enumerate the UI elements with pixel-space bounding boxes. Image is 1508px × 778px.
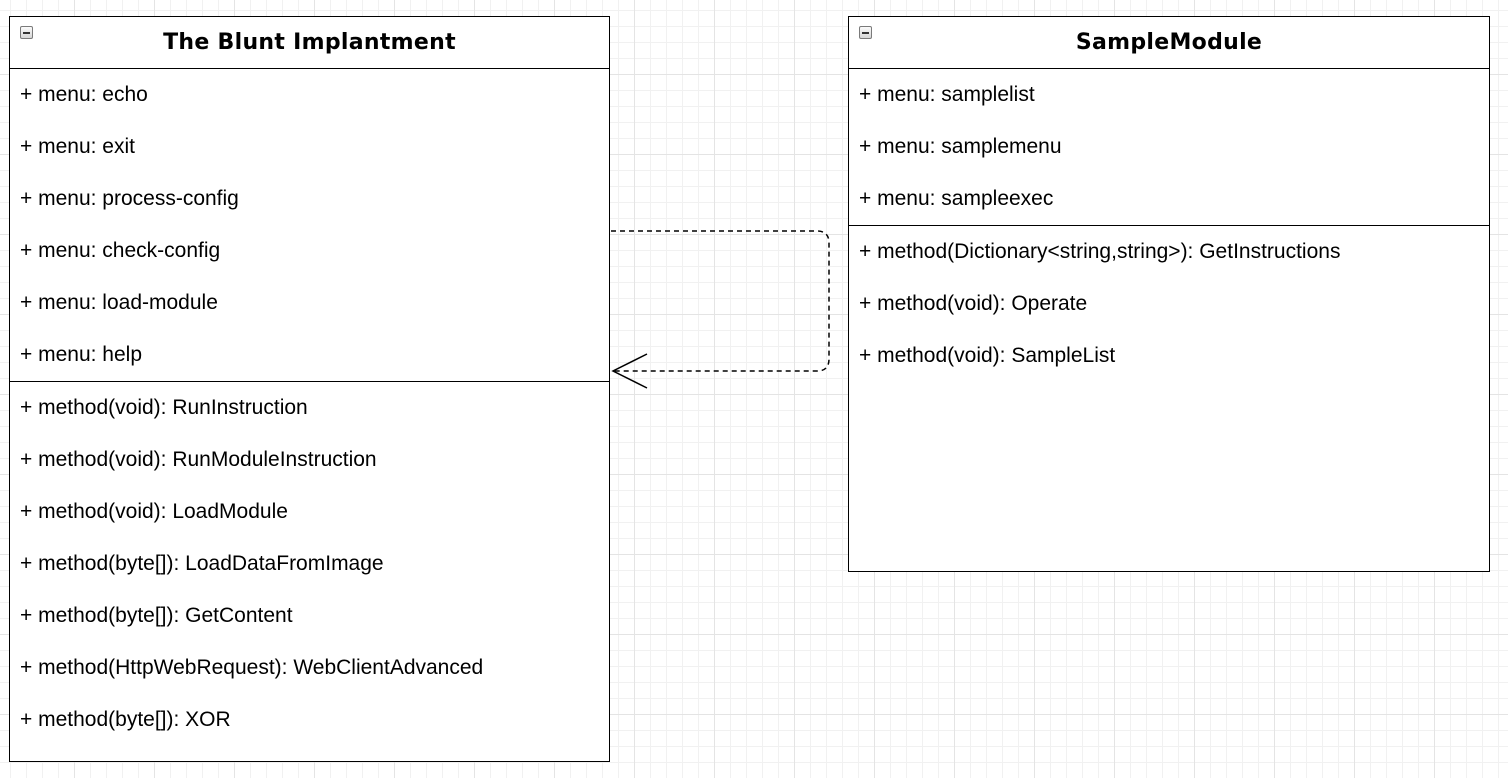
attribute-row[interactable]: + menu: process-config	[20, 187, 239, 210]
attribute-row[interactable]: + menu: samplelist	[859, 83, 1035, 106]
attribute-row[interactable]: + menu: echo	[20, 83, 148, 106]
attribute-row[interactable]: + menu: help	[20, 343, 143, 366]
attribute-row[interactable]: + menu: samplemenu	[859, 135, 1062, 158]
attributes-compartment: + menu: echo + menu: exit + menu: proces…	[10, 69, 609, 382]
method-row[interactable]: + method(void): RunModuleInstruction	[20, 448, 377, 471]
open-arrow-head	[611, 353, 648, 389]
collapse-minus-icon[interactable]	[20, 26, 33, 39]
method-row[interactable]: + method(HttpWebRequest): WebClientAdvan…	[20, 656, 484, 679]
methods-compartment: + method(Dictionary<string,string>): Get…	[849, 226, 1489, 382]
class-samplemodule[interactable]: SampleModule + menu: samplelist + menu: …	[848, 16, 1490, 572]
class-title: The Blunt Implantment	[163, 30, 456, 55]
class-the-blunt-implantment[interactable]: The Blunt Implantment + menu: echo + men…	[9, 16, 610, 762]
method-row[interactable]: + method(void): LoadModule	[20, 500, 288, 523]
attribute-row[interactable]: + menu: check-config	[20, 239, 221, 262]
method-row[interactable]: + method(Dictionary<string,string>): Get…	[859, 240, 1341, 263]
class-title: SampleModule	[1075, 30, 1263, 55]
method-row[interactable]: + method(byte[]): GetContent	[20, 604, 293, 627]
class-header[interactable]: SampleModule	[849, 17, 1489, 69]
collapse-minus-icon[interactable]	[859, 26, 872, 39]
method-row[interactable]: + method(byte[]): XOR	[20, 708, 231, 731]
method-row[interactable]: + method(void): SampleList	[859, 344, 1116, 367]
method-row[interactable]: + method(void): RunInstruction	[20, 396, 308, 419]
attribute-row[interactable]: + menu: sampleexec	[859, 187, 1054, 210]
method-row[interactable]: + method(byte[]): LoadDataFromImage	[20, 552, 384, 575]
attributes-compartment: + menu: samplelist + menu: samplemenu + …	[849, 69, 1489, 226]
method-row[interactable]: + method(void): Operate	[859, 292, 1088, 315]
attribute-row[interactable]: + menu: exit	[20, 135, 135, 158]
methods-compartment: + method(void): RunInstruction + method(…	[10, 382, 609, 746]
dependency-edge[interactable]	[611, 230, 830, 372]
attribute-row[interactable]: + menu: load-module	[20, 291, 218, 314]
class-header[interactable]: The Blunt Implantment	[10, 17, 609, 69]
